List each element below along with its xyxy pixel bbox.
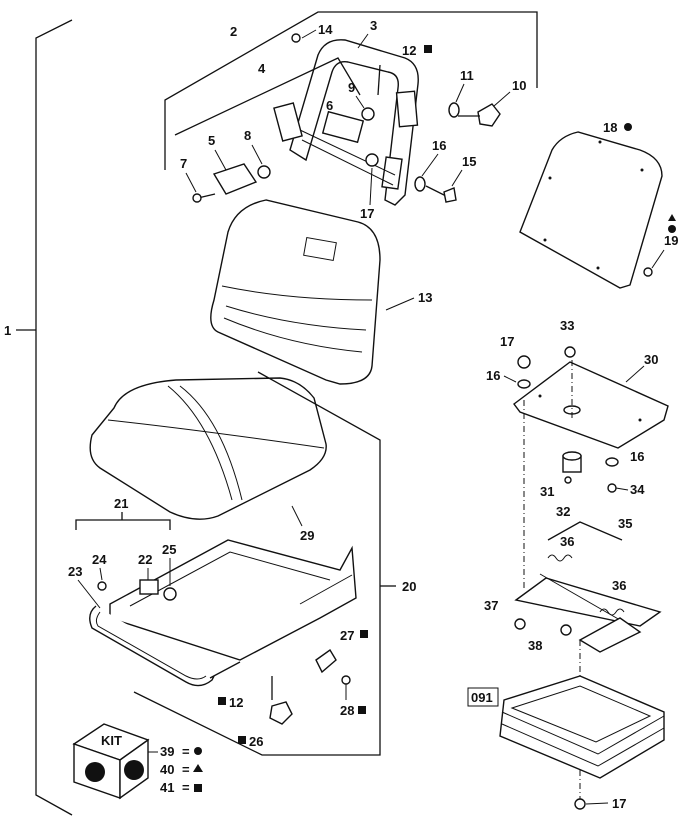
svg-text:KIT: KIT bbox=[101, 733, 122, 748]
bolt-7 bbox=[192, 193, 216, 203]
bolt-15 bbox=[425, 185, 457, 203]
svg-text:17: 17 bbox=[612, 796, 626, 811]
backrest-frame-3 bbox=[273, 39, 419, 206]
svg-text:18: 18 bbox=[603, 120, 617, 135]
svg-text:36: 36 bbox=[612, 578, 626, 593]
kit-box: KIT bbox=[72, 723, 150, 800]
plate-5 bbox=[212, 163, 258, 195]
svg-text:34: 34 bbox=[630, 482, 645, 497]
spacer-31 bbox=[562, 451, 582, 473]
spring-36-a bbox=[547, 554, 573, 562]
svg-text:17: 17 bbox=[500, 334, 514, 349]
svg-text:40: 40 bbox=[160, 762, 174, 777]
svg-text:12: 12 bbox=[229, 695, 243, 710]
svg-text:20: 20 bbox=[402, 579, 416, 594]
washer-11 bbox=[448, 102, 460, 118]
svg-text:27: 27 bbox=[340, 628, 354, 643]
knob-10 bbox=[458, 103, 501, 127]
svg-text:=: = bbox=[182, 744, 190, 759]
svg-text:16: 16 bbox=[486, 368, 500, 383]
svg-text:29: 29 bbox=[300, 528, 314, 543]
svg-text:30: 30 bbox=[644, 352, 658, 367]
svg-text:23: 23 bbox=[68, 564, 82, 579]
slide-rail-35 bbox=[514, 573, 662, 653]
group-bracket-2 bbox=[164, 11, 538, 170]
svg-text:31: 31 bbox=[540, 484, 554, 499]
svg-text:=: = bbox=[182, 762, 190, 777]
pin-12-top bbox=[377, 64, 381, 96]
suspension-base bbox=[499, 675, 665, 779]
svg-text:37: 37 bbox=[484, 598, 498, 613]
svg-text:39: 39 bbox=[160, 744, 174, 759]
svg-text:2: 2 bbox=[230, 24, 237, 39]
svg-text:=: = bbox=[182, 780, 190, 795]
svg-text:10: 10 bbox=[512, 78, 526, 93]
svg-text:32: 32 bbox=[556, 504, 570, 519]
svg-text:091: 091 bbox=[471, 690, 493, 705]
svg-text:24: 24 bbox=[92, 552, 107, 567]
seat-frame bbox=[89, 539, 357, 687]
svg-text:16: 16 bbox=[630, 449, 644, 464]
svg-text:15: 15 bbox=[462, 154, 476, 169]
svg-text:8: 8 bbox=[244, 128, 251, 143]
screw-19 bbox=[643, 267, 653, 277]
spring-36-b bbox=[599, 608, 625, 616]
bracket-27 bbox=[315, 648, 337, 674]
svg-text:12: 12 bbox=[402, 43, 416, 58]
clip-14 bbox=[291, 33, 301, 43]
svg-text:41: 41 bbox=[160, 780, 174, 795]
svg-text:25: 25 bbox=[162, 542, 176, 557]
mount-plate-30 bbox=[513, 361, 669, 449]
svg-text:35: 35 bbox=[618, 516, 632, 531]
svg-text:17: 17 bbox=[360, 206, 374, 221]
svg-text:21: 21 bbox=[114, 496, 128, 511]
svg-text:26: 26 bbox=[249, 734, 263, 749]
assembly-bracket-1 bbox=[35, 19, 73, 816]
svg-text:6: 6 bbox=[326, 98, 333, 113]
svg-text:28: 28 bbox=[340, 703, 354, 718]
backrest-cushion-13 bbox=[210, 199, 381, 385]
svg-text:16: 16 bbox=[432, 138, 446, 153]
ref-box bbox=[467, 687, 499, 707]
svg-text:5: 5 bbox=[208, 133, 215, 148]
knob-26 bbox=[269, 701, 293, 725]
svg-text:13: 13 bbox=[418, 290, 432, 305]
nut-8 bbox=[257, 165, 271, 179]
back-panel-18 bbox=[519, 131, 663, 289]
svg-text:9: 9 bbox=[348, 80, 355, 95]
kit-legend: 39 = 40 = 41 = bbox=[148, 744, 203, 795]
svg-text:14: 14 bbox=[318, 22, 333, 37]
svg-text:38: 38 bbox=[528, 638, 542, 653]
svg-text:7: 7 bbox=[180, 156, 187, 171]
svg-text:36: 36 bbox=[560, 534, 574, 549]
svg-text:3: 3 bbox=[370, 18, 377, 33]
svg-text:33: 33 bbox=[560, 318, 574, 333]
svg-text:11: 11 bbox=[460, 68, 474, 83]
svg-text:4: 4 bbox=[258, 61, 266, 76]
svg-text:19: 19 bbox=[664, 233, 678, 248]
nut-9 bbox=[361, 107, 375, 121]
seat-cushion-29 bbox=[89, 377, 327, 520]
svg-text:22: 22 bbox=[138, 552, 152, 567]
label-1: 1 bbox=[4, 323, 11, 338]
